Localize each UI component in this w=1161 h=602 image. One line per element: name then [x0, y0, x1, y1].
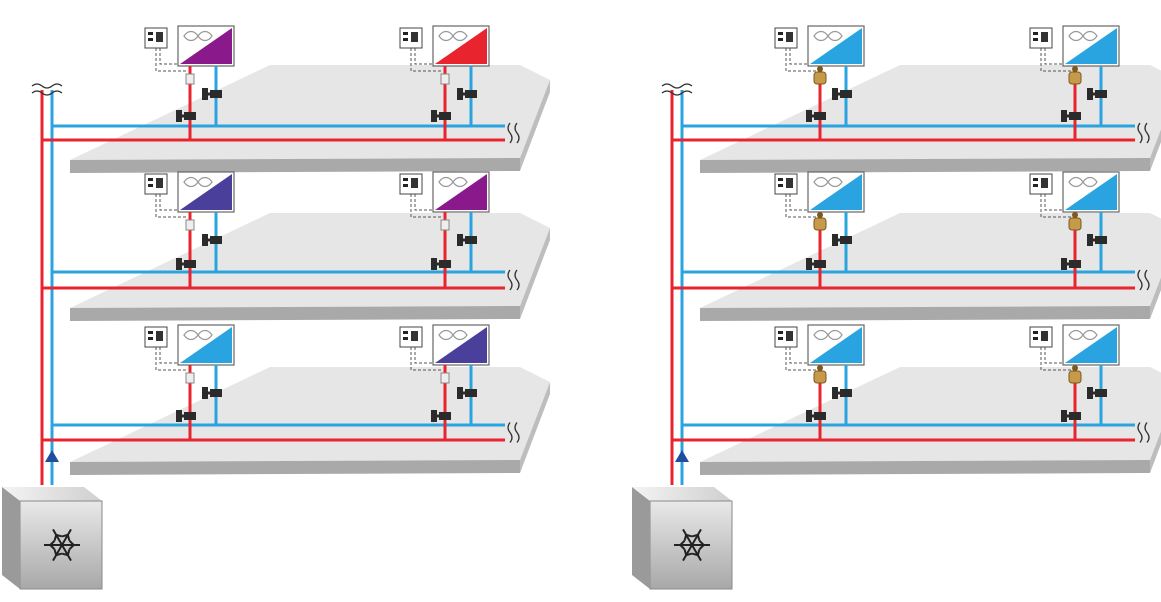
fan-coil-icon [774, 324, 865, 371]
actuator-icon [185, 372, 195, 384]
balancing-valve-icon [1068, 66, 1082, 85]
actuator-icon [185, 219, 195, 231]
fan-coil-icon [774, 171, 865, 218]
thermostat-icon [144, 326, 168, 348]
valve-icon [1061, 110, 1081, 122]
fan-coil-icon [144, 171, 235, 218]
balancing-valve-icon [1068, 212, 1082, 231]
fan-coil-icon [1029, 324, 1120, 371]
valve-icon [1087, 387, 1107, 399]
chiller-unit [632, 487, 733, 590]
pipe-break-icon [661, 83, 693, 96]
arrow-up-icon [45, 450, 59, 462]
chiller-unit [2, 487, 103, 590]
thermostat-icon [774, 326, 798, 348]
valve-icon [832, 88, 852, 100]
fan-coil-icon [1029, 171, 1120, 218]
balancing-valve-icon [813, 365, 827, 384]
valve-icon [806, 258, 826, 270]
actuator-icon [185, 73, 195, 85]
valve-icon [202, 88, 222, 100]
fan-coil-icon [399, 25, 490, 72]
fan-coil-icon [144, 25, 235, 72]
pipe-break-icon [507, 422, 520, 443]
thermostat-icon [1029, 326, 1053, 348]
valve-icon [806, 110, 826, 122]
pipe-break-icon [31, 83, 63, 96]
valve-icon [457, 387, 477, 399]
thermostat-icon [1029, 173, 1053, 195]
snowflake-icon [674, 528, 710, 562]
balancing-valve-icon [1068, 365, 1082, 384]
valve-icon [431, 258, 451, 270]
valve-icon [1087, 234, 1107, 246]
fan-coil-icon [399, 324, 490, 371]
valve-icon [832, 234, 852, 246]
valve-icon [457, 88, 477, 100]
valve-icon [431, 110, 451, 122]
fan-coil-icon [774, 25, 865, 72]
valve-icon [176, 258, 196, 270]
thermostat-icon [144, 27, 168, 49]
pipe-break-icon [1137, 422, 1150, 443]
fan-coil-icon [144, 324, 235, 371]
arrow-up-icon [675, 450, 689, 462]
thermostat-icon [399, 326, 423, 348]
valve-icon [1061, 410, 1081, 422]
actuator-icon [440, 219, 450, 231]
balancing-valve-icon [813, 212, 827, 231]
thermostat-icon [1029, 27, 1053, 49]
floor-slab [70, 213, 550, 321]
valve-icon [1087, 88, 1107, 100]
system-left [2, 25, 550, 590]
floor-slab [700, 213, 1161, 321]
balancing-valve-icon [813, 66, 827, 85]
valve-icon [176, 410, 196, 422]
valve-icon [1061, 258, 1081, 270]
actuator-icon [440, 372, 450, 384]
valve-icon [431, 410, 451, 422]
thermostat-icon [144, 173, 168, 195]
pipe-break-icon [507, 122, 520, 144]
thermostat-icon [774, 27, 798, 49]
floor-slab [700, 65, 1161, 173]
floor-slab [700, 367, 1161, 475]
valve-icon [202, 387, 222, 399]
thermostat-icon [399, 173, 423, 195]
floor-slab [70, 65, 550, 173]
floor-slab [70, 367, 550, 475]
fan-coil-icon [1029, 25, 1120, 72]
valve-icon [202, 234, 222, 246]
pipe-break-icon [1137, 122, 1150, 144]
snowflake-icon [44, 528, 80, 562]
thermostat-icon [399, 27, 423, 49]
pipe-break-icon [1137, 269, 1150, 291]
valve-icon [176, 110, 196, 122]
thermostat-icon [774, 173, 798, 195]
fan-coil-icon [399, 171, 490, 218]
valve-icon [806, 410, 826, 422]
actuator-icon [440, 73, 450, 85]
pipe-break-icon [507, 269, 520, 291]
valve-icon [457, 234, 477, 246]
system-right [632, 25, 1161, 590]
valve-icon [832, 387, 852, 399]
